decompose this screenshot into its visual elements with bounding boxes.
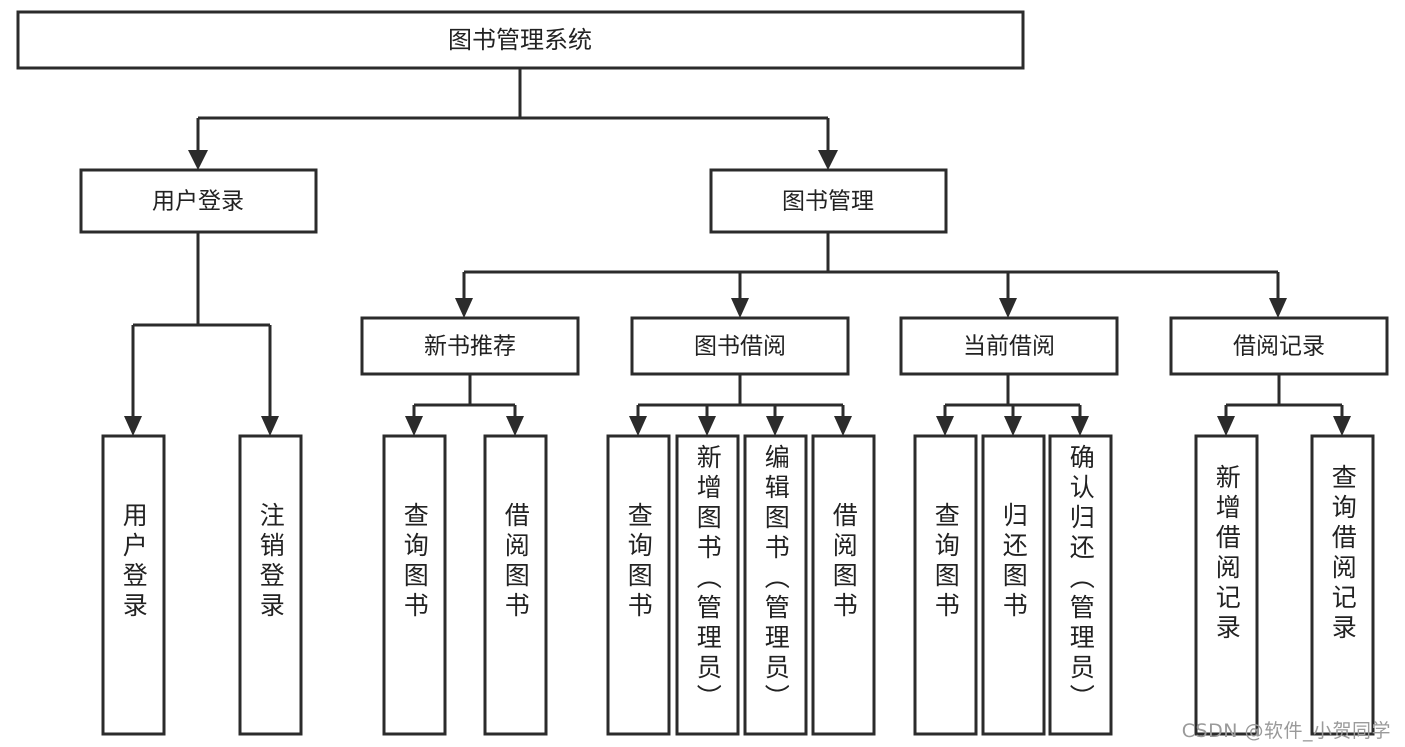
arrowhead-leaf-current-borrow-1 — [936, 416, 954, 436]
node-book-borrow-label: 图书借阅 — [694, 334, 786, 360]
leaf-boxes-current-borrow — [913, 434, 1113, 736]
node-user-login-label: 用户登录 — [152, 189, 244, 215]
node-user-login[interactable]: 用户登录 — [79, 168, 318, 234]
node-root-system-box[interactable] — [16, 10, 1025, 70]
leaf-boxes-new-book-recommend — [382, 434, 548, 736]
node-current-borrow[interactable]: 当前借阅 — [899, 316, 1119, 376]
connector-book-borrow-to-leaves — [629, 374, 852, 436]
arrowhead-leaf-current-borrow-2 — [1004, 416, 1022, 436]
leaf-box-user-login-2[interactable] — [238, 434, 303, 736]
arrowhead-leaf-current-borrow-3 — [1071, 416, 1089, 436]
node-borrow-record[interactable]: 借阅记录 — [1169, 316, 1389, 376]
leaf-box-current-borrow-3[interactable] — [1048, 434, 1113, 736]
leaf-box-book-borrow-2[interactable] — [675, 434, 740, 736]
csdn-watermark: CSDN @软件_小贺同学 — [1181, 720, 1391, 742]
leaf-box-book-borrow-3[interactable] — [743, 434, 808, 736]
node-new-book-recommend[interactable]: 新书推荐 — [360, 316, 580, 376]
node-borrow-record-label: 借阅记录 — [1233, 334, 1325, 360]
arrowhead-leaf-book-borrow-1 — [629, 416, 647, 436]
connector-book-manage-to-level2 — [455, 232, 1287, 318]
leaf-boxes-user-login — [101, 434, 303, 736]
leaf-boxes-borrow-record — [1194, 434, 1375, 736]
leaf-box-user-login-1[interactable] — [101, 434, 166, 736]
arrowhead-leaf-book-borrow-2 — [698, 416, 716, 436]
node-book-manage[interactable]: 图书管理 — [709, 168, 948, 234]
arrowhead-book-borrow — [731, 298, 749, 318]
node-book-borrow[interactable]: 图书借阅 — [630, 316, 850, 376]
leaf-boxes-book-borrow — [606, 434, 876, 736]
node-user-login-box[interactable] — [79, 168, 318, 234]
leaf-box-new-book-1[interactable] — [382, 434, 447, 736]
leaf-box-book-borrow-1[interactable] — [606, 434, 671, 736]
node-new-book-recommend-label: 新书推荐 — [424, 334, 516, 360]
leaf-box-current-borrow-2[interactable] — [981, 434, 1046, 736]
leaf-box-current-borrow-1[interactable] — [913, 434, 978, 736]
node-current-borrow-box[interactable] — [899, 316, 1119, 376]
node-new-book-recommend-box[interactable] — [360, 316, 580, 376]
arrowhead-new-book — [455, 298, 473, 318]
arrowhead-current-borrow — [999, 298, 1017, 318]
node-borrow-record-box[interactable] — [1169, 316, 1389, 376]
node-root-system-label: 图书管理系统 — [448, 26, 592, 54]
arrowhead-leaf-new-book-1 — [405, 416, 423, 436]
node-book-manage-box[interactable] — [709, 168, 948, 234]
arrowhead-leaf-user-login-1 — [124, 416, 142, 436]
leaf-box-book-borrow-4[interactable] — [811, 434, 876, 736]
node-book-borrow-box[interactable] — [630, 316, 850, 376]
leaf-box-borrow-record-1[interactable] — [1194, 434, 1259, 736]
node-current-borrow-label: 当前借阅 — [963, 334, 1055, 360]
arrowhead-borrow-record — [1269, 298, 1287, 318]
arrowhead-leaf-borrow-record-1 — [1217, 416, 1235, 436]
connector-user-login-to-leaves — [124, 232, 279, 436]
arrowhead-leaf-book-borrow-4 — [834, 416, 852, 436]
arrowhead-leaf-borrow-record-2 — [1333, 416, 1351, 436]
arrowhead-leaf-new-book-2 — [506, 416, 524, 436]
leaf-box-borrow-record-2[interactable] — [1310, 434, 1375, 736]
connector-new-book-to-leaves — [405, 374, 524, 436]
node-book-manage-label: 图书管理 — [782, 189, 874, 215]
connector-borrow-record-to-leaves — [1217, 374, 1351, 436]
arrowhead-leaf-user-login-2 — [261, 416, 279, 436]
leaf-box-new-book-2[interactable] — [483, 434, 548, 736]
arrowhead-book-manage — [818, 150, 838, 170]
arrowhead-leaf-book-borrow-3 — [766, 416, 784, 436]
connector-current-borrow-to-leaves — [936, 374, 1089, 436]
arrowhead-user-login — [188, 150, 208, 170]
connector-root-to-level1 — [188, 68, 838, 170]
node-root-system[interactable]: 图书管理系统 — [16, 10, 1025, 70]
